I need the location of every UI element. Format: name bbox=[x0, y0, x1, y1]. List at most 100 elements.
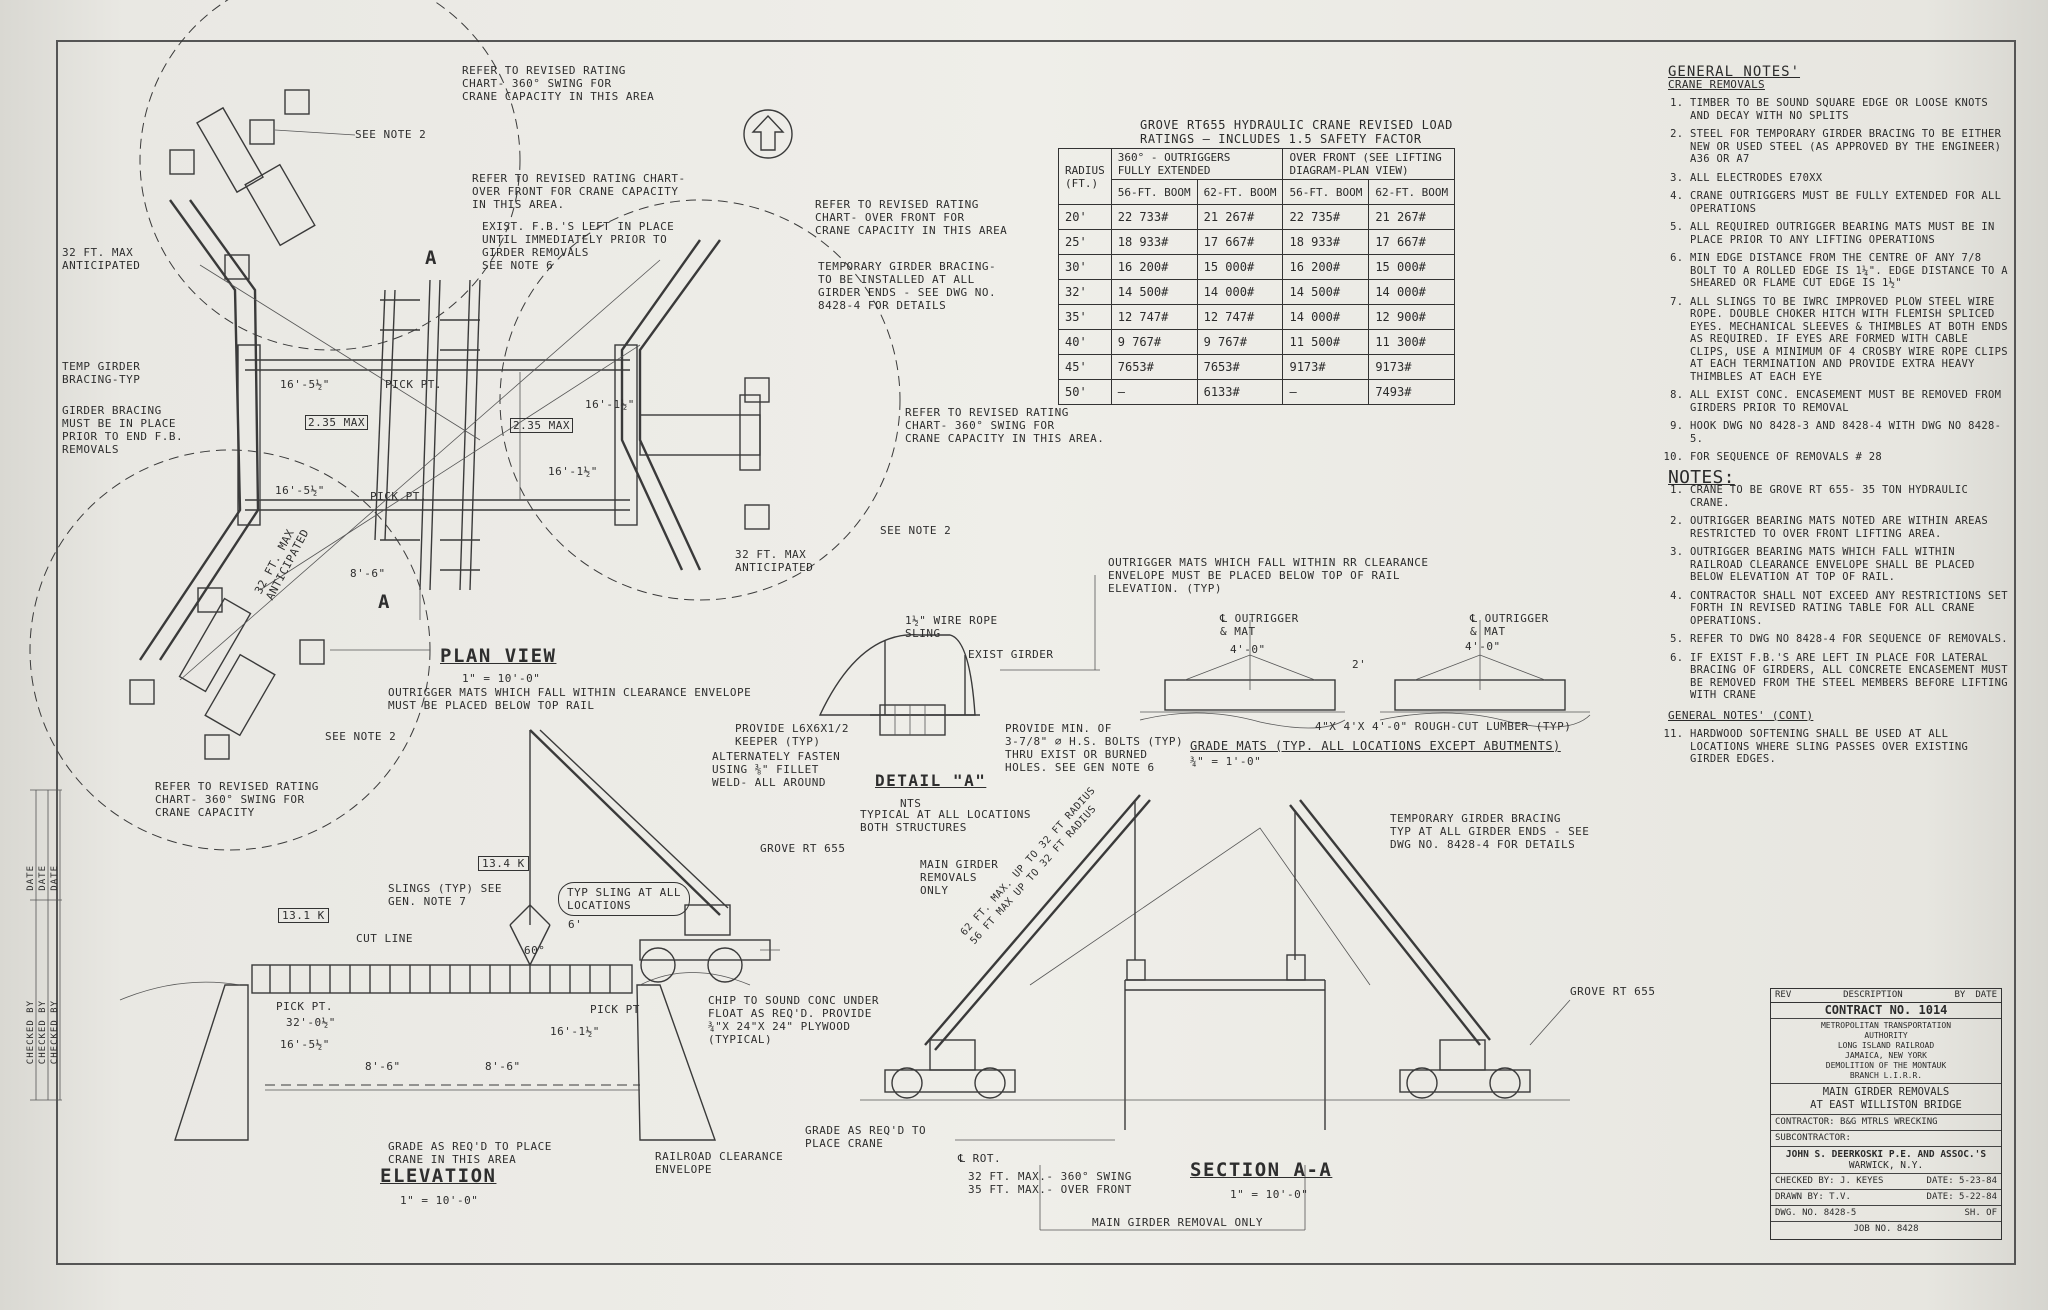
rev-col: REV bbox=[1775, 990, 1792, 1000]
section-aa-title: SECTION A-A bbox=[1190, 1159, 1333, 1181]
note-item: REFER TO DWG NO 8428-4 FOR SEQUENCE OF R… bbox=[1690, 633, 2008, 646]
elevation-title: ELEVATION bbox=[380, 1165, 497, 1187]
grade-mats-label-4: 4'-0" bbox=[1465, 640, 1501, 653]
sheet-border bbox=[56, 40, 2016, 1265]
capacity-cell: 14 000# bbox=[1282, 304, 1370, 330]
grade-mats-label-1: ℄ OUTRIGGER & MAT bbox=[1220, 612, 1299, 638]
plan-dim-9: 8'-6" bbox=[350, 567, 386, 580]
sheet-number: SH. OF bbox=[1964, 1208, 1997, 1218]
grade-mats-scale: ¾" = 1'-0" bbox=[1190, 755, 1262, 768]
group-header-360: 360° - OUTRIGGERS FULLY EXTENDED bbox=[1110, 148, 1284, 180]
plan-view-title: PLAN VIEW bbox=[440, 645, 557, 667]
plan-note-12: 32 FT. MAX ANTICIPATED bbox=[735, 548, 814, 574]
capacity-cell: 14 500# bbox=[1282, 279, 1370, 305]
capacity-cell: 14 500# bbox=[1110, 279, 1198, 305]
capacity-cell: 9173# bbox=[1282, 354, 1370, 380]
elev-label-12: 16'-5½" bbox=[280, 1038, 330, 1051]
margin-strip-lines bbox=[30, 789, 62, 1101]
radius-cell: 40' bbox=[1058, 329, 1112, 355]
plan-note-11: SEE NOTE 2 bbox=[880, 524, 952, 537]
grade-mats-title: GRADE MATS (TYP. ALL LOCATIONS EXCEPT AB… bbox=[1190, 739, 1561, 753]
grade-mats-sketch bbox=[1094, 575, 1591, 729]
grade-mats-label-3: 4'-0" bbox=[1230, 643, 1266, 656]
radius-cell: 35' bbox=[1058, 304, 1112, 330]
section-label-8: MAIN GIRDER REMOVAL ONLY bbox=[1092, 1216, 1263, 1229]
section-label-6: ℄ ROT. bbox=[958, 1152, 1002, 1165]
load-table-row: 35'12 747#12 747#14 000#12 900# bbox=[1058, 304, 1456, 330]
checked-row: CHECKED BY: J. Keyes DATE: 5-23-84 bbox=[1771, 1174, 2001, 1190]
capacity-cell: 14 000# bbox=[1196, 279, 1284, 305]
detail-a-label-5: PROVIDE MIN. OF 3-7/8" ⌀ H.S. BOLTS (TYP… bbox=[1005, 722, 1184, 774]
elev-label-5: 13.1 K bbox=[278, 908, 329, 923]
elev-label-8: 60° bbox=[524, 944, 546, 957]
elev-label-10: 32'-0½" bbox=[286, 1016, 336, 1029]
capacity-cell: 11 300# bbox=[1368, 329, 1456, 355]
detail-a-label-2: EXIST GIRDER bbox=[968, 648, 1054, 661]
capacity-cell: 7653# bbox=[1110, 354, 1198, 380]
north-arrow-icon bbox=[743, 109, 793, 159]
plan-note-14: SEE NOTE 2 bbox=[325, 730, 397, 743]
note-item: CRANE TO BE GROVE RT 655- 35 TON HYDRAUL… bbox=[1690, 484, 2008, 509]
elev-label-2: 13.4 K bbox=[478, 856, 529, 871]
section-label-7: 32 FT. MAX.- 360° SWING 35 FT. MAX.- OVE… bbox=[968, 1170, 1132, 1196]
general-note-item: HOOK DWG NO 8428-3 AND 8428-4 WITH DWG N… bbox=[1690, 420, 2008, 445]
note-item: IF EXIST F.B.'S ARE LEFT IN PLACE FOR LA… bbox=[1690, 652, 2008, 702]
capacity-cell: 9 767# bbox=[1196, 329, 1284, 355]
section-label-4: GROVE RT 655 bbox=[1570, 985, 1656, 998]
plan-dim-2: PICK PT. bbox=[385, 378, 442, 391]
general-note-item: CRANE OUTRIGGERS MUST BE FULLY EXTENDED … bbox=[1690, 190, 2008, 215]
checked-by: CHECKED BY: J. Keyes bbox=[1775, 1176, 1884, 1186]
elev-label-15: 8'-6" bbox=[485, 1060, 521, 1073]
capacity-cell: 9 767# bbox=[1110, 329, 1198, 355]
section-cut-mark-bottom: A bbox=[378, 591, 391, 613]
radius-cell: 30' bbox=[1058, 254, 1112, 280]
general-notes-list: TIMBER TO BE SOUND SQUARE EDGE OR LOOSE … bbox=[1668, 97, 2008, 464]
load-table-row: 45'7653#7653#9173#9173# bbox=[1058, 354, 1456, 380]
general-note-item: MIN EDGE DISTANCE FROM THE CENTRE OF ANY… bbox=[1690, 252, 2008, 290]
by-col: BY bbox=[1954, 990, 1966, 1000]
drawn-by: DRAWN BY: T.V. bbox=[1775, 1192, 1851, 1202]
margin-check-2: CHECKED BY bbox=[38, 1000, 48, 1065]
elev-label-9: PICK PT. bbox=[276, 1000, 333, 1013]
date-col: DATE bbox=[1975, 990, 1997, 1000]
general-notes-cont-list: HARDWOOD SOFTENING SHALL BE USED AT ALL … bbox=[1668, 728, 2008, 766]
general-notes-subtitle: CRANE REMOVALS bbox=[1668, 77, 1765, 91]
grade-mats-label-5: 2' bbox=[1352, 658, 1367, 671]
capacity-cell: 7493# bbox=[1368, 379, 1456, 405]
plan-dim-6: 16'-5½" bbox=[275, 484, 325, 497]
capacity-cell: 18 933# bbox=[1282, 229, 1370, 255]
title-block: REV DESCRIPTION BY DATE CONTRACT NO. 101… bbox=[1770, 988, 2002, 1240]
grade-mats-label-6: 4"x 4'x 4'-0" ROUGH-CUT LUMBER (TYP) bbox=[1315, 720, 1572, 733]
radius-cell: 20' bbox=[1058, 204, 1112, 230]
drawing-title: MAIN GIRDER REMOVALS AT EAST WILLISTON B… bbox=[1771, 1084, 2001, 1115]
plan-note-9: GIRDER BRACING MUST BE IN PLACE PRIOR TO… bbox=[62, 404, 184, 456]
elev-label-16: CHIP TO SOUND CONC UNDER FLOAT AS REQ'D.… bbox=[708, 994, 879, 1046]
capacity-cell: 6133# bbox=[1196, 379, 1284, 405]
dwg-row: DWG. NO. 8428-5 SH. OF bbox=[1771, 1206, 2001, 1222]
sub-header-1: 56-FT. BOOM bbox=[1110, 179, 1198, 205]
margin-date-3: DATE bbox=[50, 865, 60, 891]
drawn-row: DRAWN BY: T.V. DATE: 5-22-84 bbox=[1771, 1190, 2001, 1206]
detail-a-label-1: 1½" WIRE ROPE SLING bbox=[905, 614, 998, 640]
plan-note-13: OUTRIGGER MATS WHICH FALL WITHIN CLEARAN… bbox=[388, 686, 752, 712]
detail-a-subtitle: TYPICAL AT ALL LOCATIONS BOTH STRUCTURES bbox=[860, 808, 1031, 834]
group-header-over-front: OVER FRONT (SEE LIFTING DIAGRAM-PLAN VIE… bbox=[1282, 148, 1456, 180]
general-note-item: FOR SEQUENCE OF REMOVALS # 28 bbox=[1690, 451, 2008, 464]
contract-number: CONTRACT NO. 1014 bbox=[1771, 1003, 2001, 1019]
drawn-date: DATE: 5-22-84 bbox=[1926, 1192, 1997, 1202]
notes-list: CRANE TO BE GROVE RT 655- 35 TON HYDRAUL… bbox=[1668, 484, 2008, 702]
capacity-cell: 16 200# bbox=[1282, 254, 1370, 280]
plan-dim-3: 2.35 MAX bbox=[305, 415, 368, 430]
load-rating-table: RADIUS (FT.) 360° - OUTRIGGERS FULLY EXT… bbox=[1058, 148, 1456, 405]
capacity-cell: 21 267# bbox=[1368, 204, 1456, 230]
margin-date-2: DATE bbox=[38, 865, 48, 891]
elev-label-11: PICK PT bbox=[590, 1003, 640, 1016]
capacity-cell: 15 000# bbox=[1368, 254, 1456, 280]
elev-label-4: GROVE RT 655 bbox=[760, 842, 846, 855]
note-item: CONTRACTOR SHALL NOT EXCEED ANY RESTRICT… bbox=[1690, 590, 2008, 628]
grade-mats-label-2: ℄ OUTRIGGER & MAT bbox=[1470, 612, 1549, 638]
elev-label-18: RAILROAD CLEARANCE ENVELOPE bbox=[655, 1150, 784, 1176]
load-table-body: 20'22 733#21 267#22 735#21 267#25'18 933… bbox=[1058, 204, 1456, 405]
plan-note-5: REFER TO REVISED RATING CHART- OVER FRON… bbox=[815, 198, 1008, 237]
plan-view-scale: 1" = 10'-0" bbox=[462, 672, 541, 685]
